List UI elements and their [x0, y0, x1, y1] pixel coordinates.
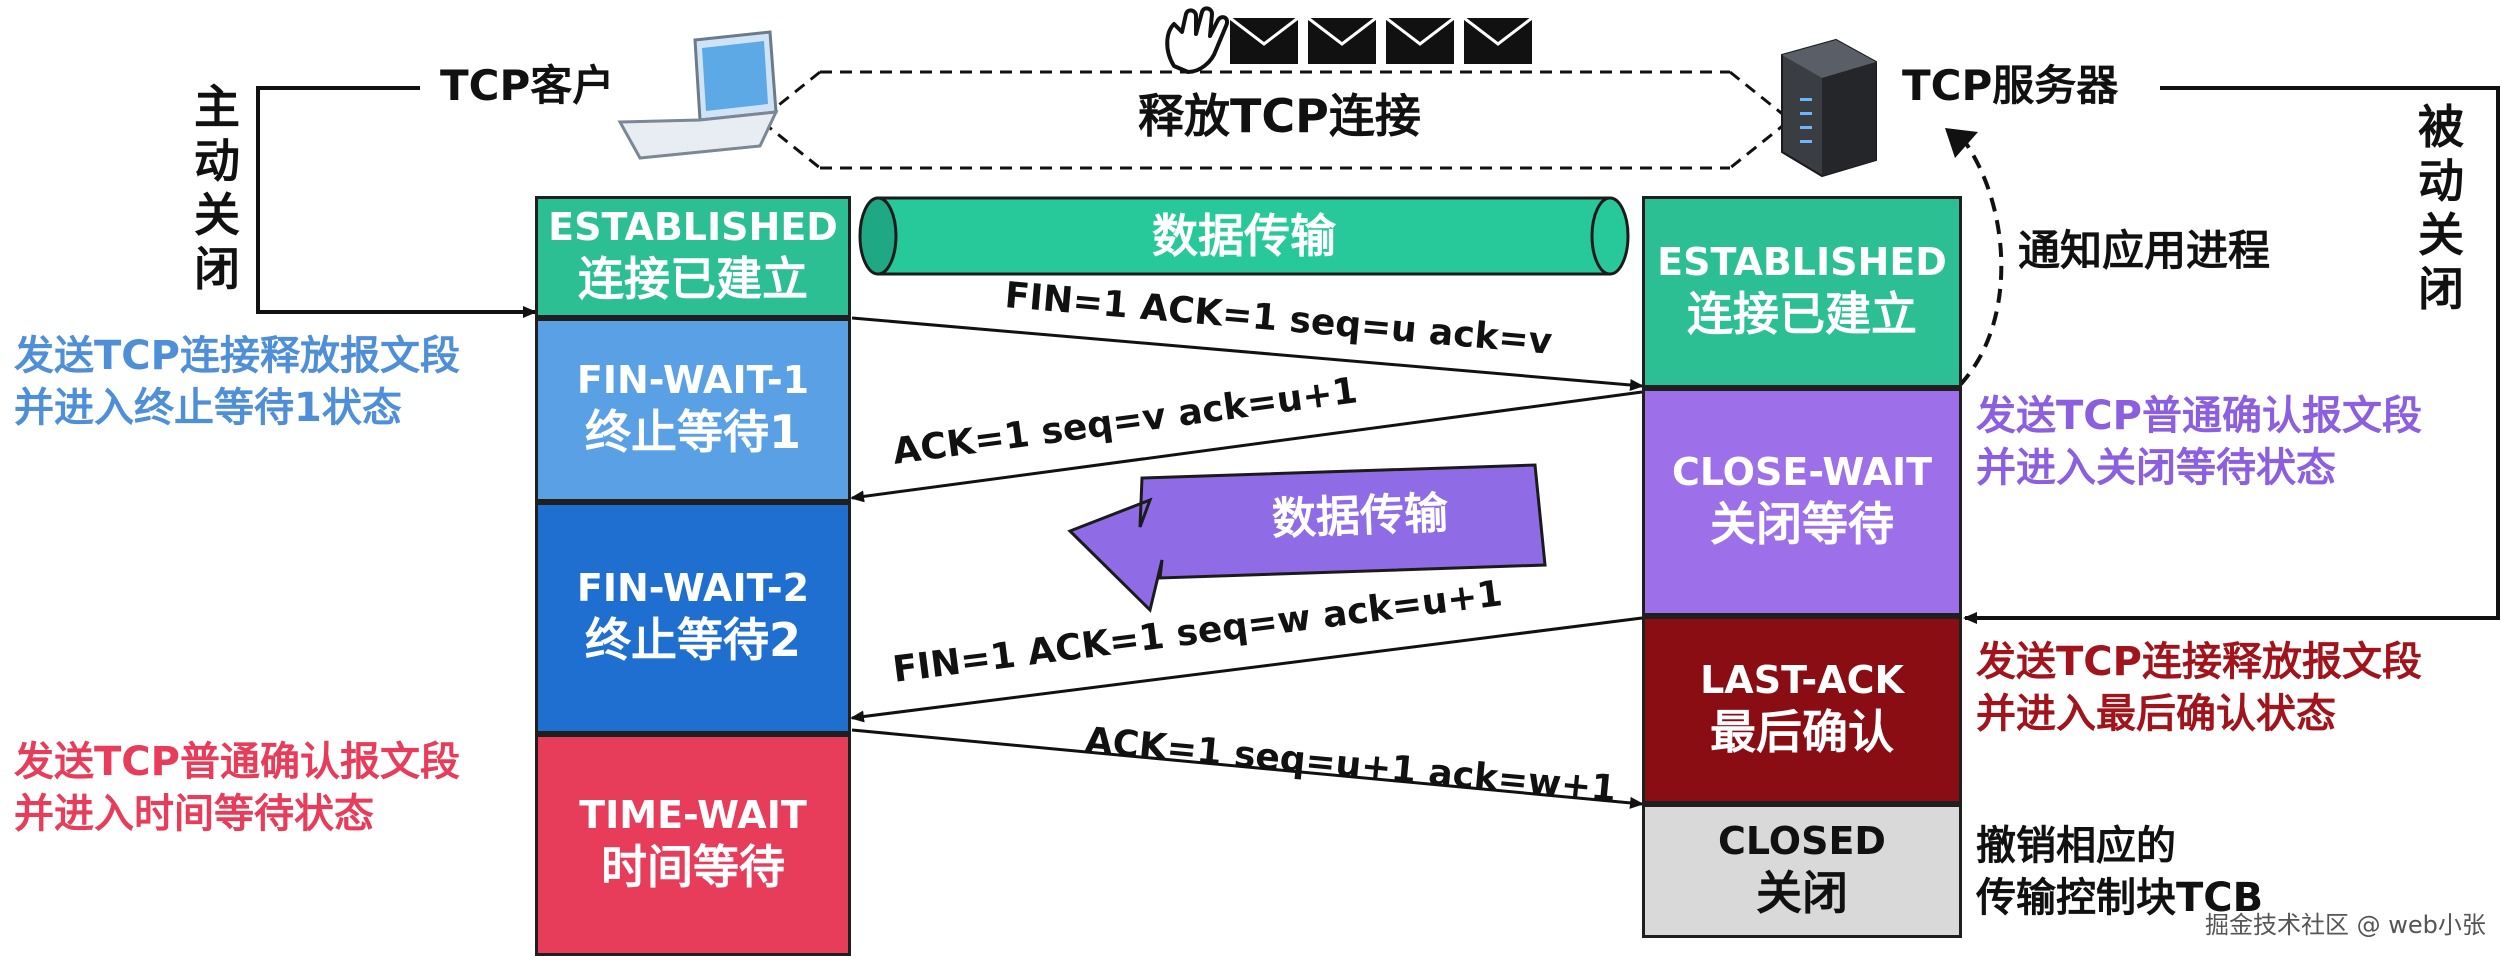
message-arrow-2: [850, 390, 1643, 503]
server-state-closed: CLOSED 关闭: [1642, 804, 1962, 938]
client-state-established: ESTABLISHED 连接已建立: [535, 196, 851, 318]
client-state-fin-wait-2: FIN-WAIT-2 终止等待2: [535, 502, 851, 734]
revoke-tcb-note: 撤销相应的 传输控制块TCB: [1976, 823, 2264, 921]
server-state-close-wait: CLOSE-WAIT 关闭等待: [1642, 388, 1962, 616]
notify-app-arrowhead: [1945, 128, 1978, 158]
message-arrow-1: [851, 316, 1644, 391]
server-state-last-ack: LAST-ACK 最后确认: [1642, 616, 1962, 804]
envelope-icon: [1229, 16, 1299, 64]
envelope-icon: [1463, 16, 1533, 64]
notify-app-note: 通知应用进程: [2018, 226, 2271, 275]
server-label: TCP服务器: [1902, 61, 2119, 110]
server-state-established: ESTABLISHED 连接已建立: [1642, 196, 1962, 388]
envelope-icon: [1385, 16, 1455, 64]
envelope-icons: [1229, 16, 1533, 64]
passive-close-label: 被动关闭: [2418, 100, 2464, 316]
notify-app-arrow: [1958, 133, 2004, 387]
server-fin-note: 发送TCP连接释放报文段 并进入最后确认状态: [1976, 639, 2422, 737]
client-ack-note: 发送TCP普通确认报文段 并进入时间等待状态: [14, 739, 460, 837]
data-transfer-label: 数据传输: [1152, 209, 1336, 263]
release-connection-label: 释放TCP连接: [1138, 89, 1421, 143]
watermark: 掘金技术社区 @ web小张: [2205, 911, 2486, 939]
server-icon: [1781, 38, 1877, 178]
data-transfer-back-label: 数据传输: [1271, 487, 1449, 546]
client-fin-note: 发送TCP连接释放报文段 并进入终止等待1状态: [14, 333, 460, 431]
envelope-icon: [1307, 16, 1377, 64]
data-transfer-pipe: [858, 196, 1630, 276]
active-close-bracket: [256, 86, 537, 318]
active-close-label: 主动关闭: [194, 80, 240, 296]
laptop-icon: [617, 30, 779, 160]
client-state-fin-wait-1: FIN-WAIT-1 终止等待1: [535, 318, 851, 502]
data-transfer-back-arrow: [1067, 463, 1547, 613]
client-state-time-wait: TIME-WAIT 时间等待: [535, 734, 851, 956]
message-arrow-4: [851, 728, 1644, 809]
passive-close-bracket: [1963, 86, 2500, 624]
client-label: TCP客户: [440, 61, 615, 110]
release-connection-arrow: [757, 70, 1793, 170]
server-ack-note: 发送TCP普通确认报文段 并进入关闭等待状态: [1976, 393, 2422, 491]
message-arrow-3: [850, 616, 1643, 723]
hand-wave-icon: [1165, 6, 1229, 74]
